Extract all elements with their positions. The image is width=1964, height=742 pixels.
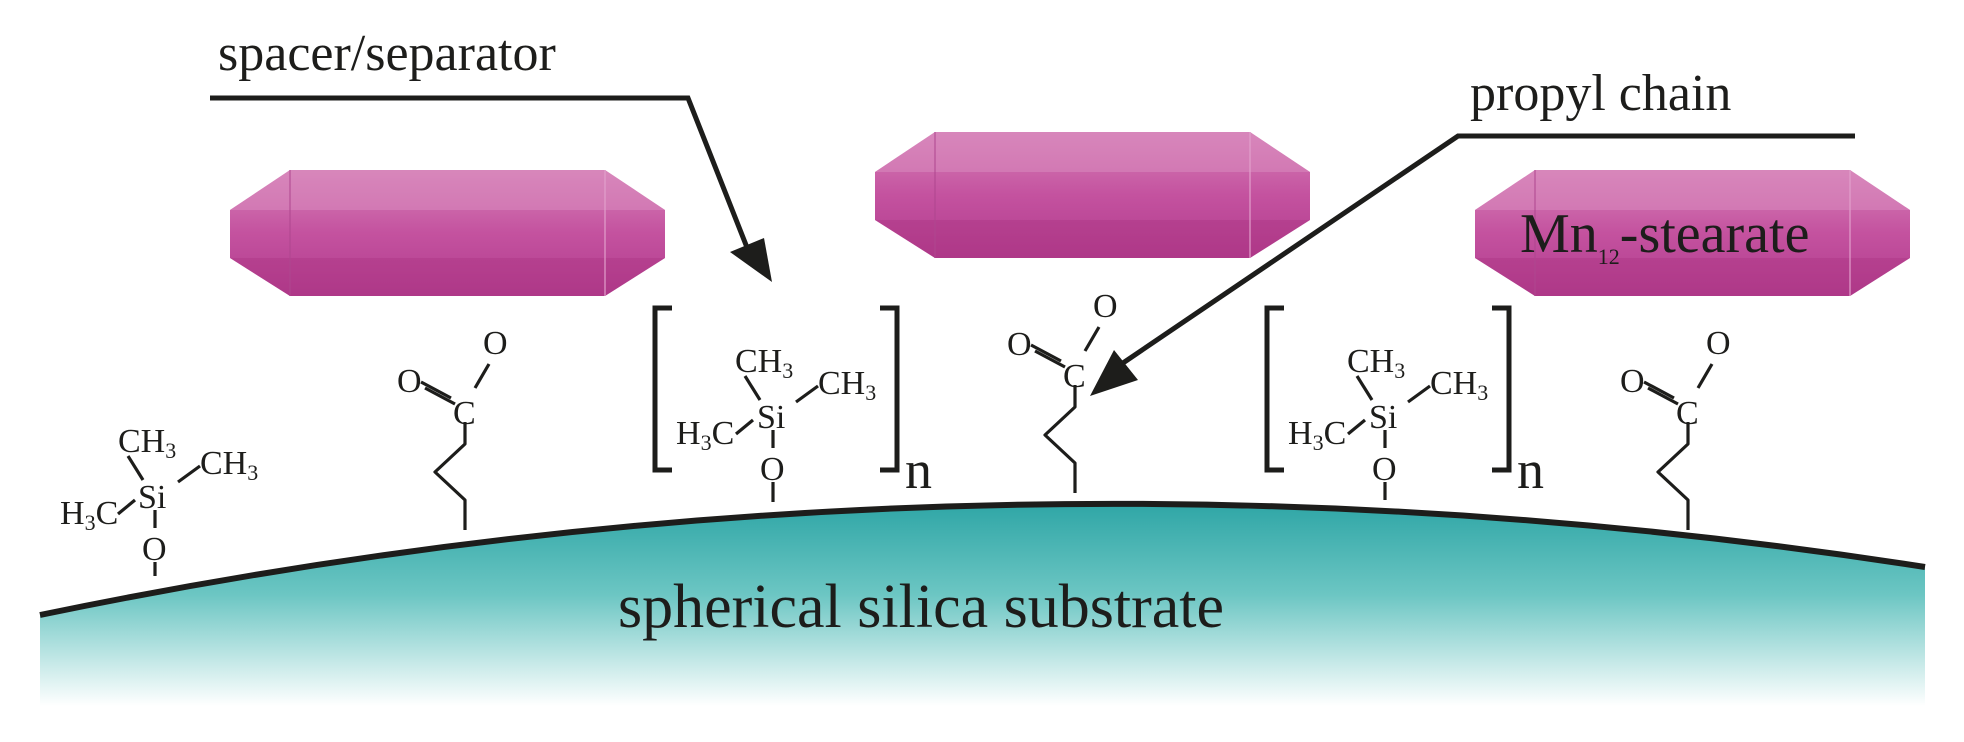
svg-text:Si: Si [138, 479, 166, 516]
mn12-stearate-label: Mn12-stearate [1520, 203, 1809, 269]
substrate-surface-line [39, 500, 1926, 618]
svg-text:O: O [483, 325, 508, 362]
svg-text:O: O [1007, 326, 1032, 363]
svg-text:CH3: CH3 [735, 343, 793, 383]
carboxylate-chain-2: C O O [1007, 288, 1118, 495]
svg-text:CH3: CH3 [118, 423, 176, 463]
svg-text:H3C: H3C [1288, 415, 1346, 455]
mn12-cluster-3 [1475, 170, 1910, 296]
carboxylate-chain-1: C O O [397, 325, 508, 532]
svg-text:C: C [453, 395, 476, 432]
svg-text:O: O [1372, 451, 1397, 488]
svg-text:CH3: CH3 [1347, 343, 1405, 383]
right-bracket-2 [1492, 305, 1512, 473]
mn12-cluster-2 [875, 132, 1310, 258]
mn12-cluster-1 [230, 170, 665, 296]
svg-text:CH3: CH3 [200, 445, 258, 485]
svg-text:O: O [1093, 288, 1118, 325]
svg-text:CH3: CH3 [1430, 365, 1488, 405]
spacer-pointer-arrowhead [730, 238, 772, 282]
trimethylsilyl-group-bracketed-1: O Si CH3 CH3 H3C n [652, 305, 932, 502]
propyl-pointer-arrowhead [1090, 350, 1138, 396]
svg-text:CH3: CH3 [818, 365, 876, 405]
svg-text:H3C: H3C [676, 415, 734, 455]
svg-text:n: n [905, 440, 932, 500]
svg-text:C: C [1063, 358, 1086, 395]
trimethylsilyl-group-bracketed-2: O Si CH3 CH3 H3C n [1264, 305, 1544, 500]
svg-text:O: O [1706, 325, 1731, 362]
svg-text:O: O [397, 363, 422, 400]
svg-text:n: n [1517, 440, 1544, 500]
left-bracket-1 [652, 305, 672, 473]
right-bracket-1 [880, 305, 900, 473]
carboxylate-chain-3: C O O [1620, 325, 1731, 532]
silica-substrate [40, 503, 1925, 706]
substrate-label: spherical silica substrate [618, 573, 1224, 641]
left-bracket-2 [1264, 305, 1284, 473]
spacer-pointer-line [210, 95, 751, 251]
propyl-pointer-line [1118, 133, 1855, 368]
trimethylsilyl-group-1: O Si CH3 CH3 H3C [60, 423, 258, 576]
propyl-chain-label: propyl chain [1470, 65, 1731, 122]
svg-text:C: C [1676, 395, 1699, 432]
svg-text:O: O [142, 531, 167, 568]
svg-text:O: O [760, 451, 785, 488]
spacer-separator-label: spacer/separator [218, 25, 556, 82]
svg-text:O: O [1620, 363, 1645, 400]
svg-text:H3C: H3C [60, 495, 118, 535]
svg-text:Si: Si [1369, 399, 1397, 436]
svg-text:Si: Si [757, 399, 785, 436]
